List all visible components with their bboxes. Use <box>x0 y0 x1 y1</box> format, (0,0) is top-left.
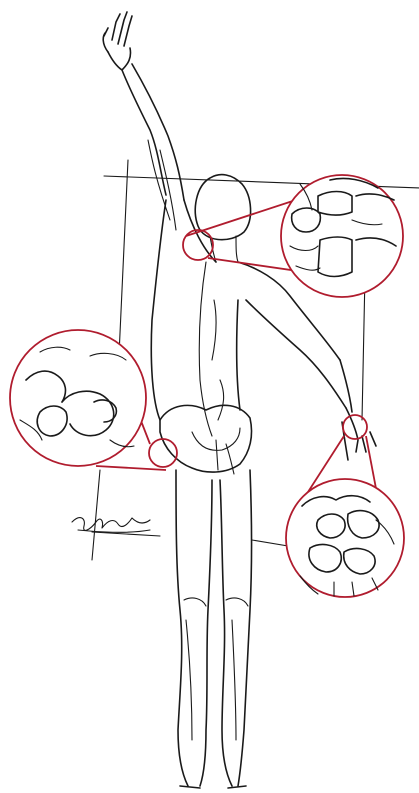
lowered-arm <box>340 360 376 460</box>
artist-signature <box>72 518 150 533</box>
wrist-carpal-bones-detail <box>286 479 404 597</box>
hip-joint-detail <box>10 330 146 466</box>
raised-arm <box>103 12 184 230</box>
spine-vertebrae-detail <box>281 175 403 297</box>
legs <box>176 470 252 788</box>
